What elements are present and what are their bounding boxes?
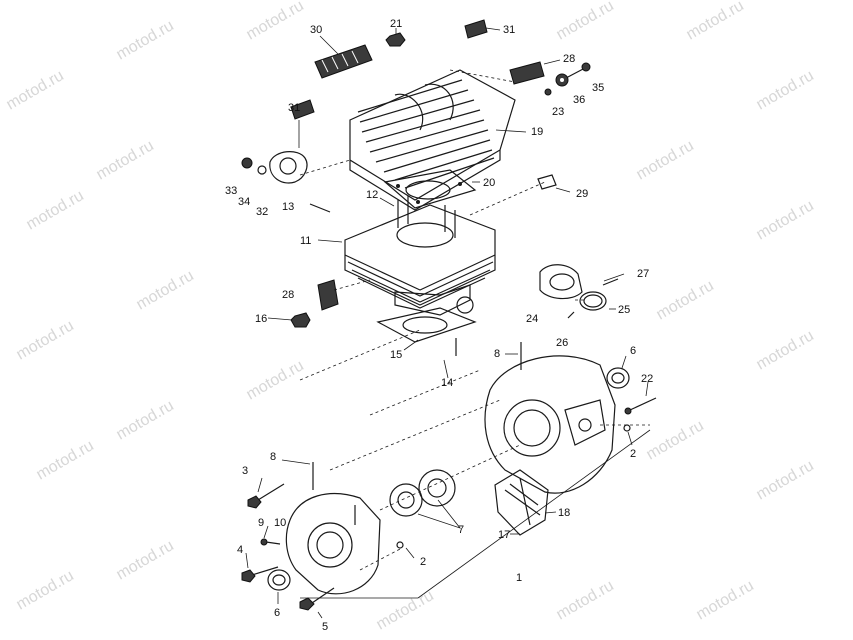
watermark: motod.ru	[754, 327, 817, 373]
part-nut-16	[290, 312, 311, 328]
watermark: motod.ru	[4, 67, 67, 113]
watermark: motod.ru	[554, 0, 617, 43]
part-block-29	[537, 174, 557, 190]
part-bolt-35	[544, 62, 591, 96]
callout-4: 4	[237, 544, 243, 556]
callout-14: 14	[441, 377, 453, 389]
callout-23: 23	[552, 106, 564, 118]
part-intake-flange	[539, 264, 619, 319]
callout-34: 34	[238, 196, 250, 208]
callout-26: 26	[556, 337, 568, 349]
callout-32: 32	[256, 206, 268, 218]
part-reed-valve	[494, 469, 549, 536]
callout-28: 28	[563, 53, 575, 65]
callout-9: 9	[258, 517, 264, 529]
part-head-gasket	[383, 169, 477, 209]
watermark: motod.ru	[374, 587, 437, 633]
callout-36: 36	[573, 94, 585, 106]
watermark: motod.ru	[694, 577, 757, 623]
callout-labels: 30 21 31 28 35 36 23 31 19 33 34 32 13 2…	[225, 18, 653, 633]
watermark: motod.ru	[114, 397, 177, 443]
callout-1: 1	[516, 572, 522, 584]
watermark: motod.ru	[94, 137, 157, 183]
callout-29: 29	[576, 188, 588, 200]
part-bolt-4	[241, 566, 291, 591]
part-bolt-3	[247, 483, 285, 509]
callout-2: 2	[630, 448, 636, 460]
part-block-28	[509, 61, 545, 85]
watermark: motod.ru	[14, 317, 77, 363]
watermark: motod.ru	[754, 457, 817, 503]
callout-6: 6	[630, 345, 636, 357]
part-crankcase-left	[285, 493, 381, 595]
watermark: motod.ru	[24, 187, 87, 233]
watermark: motod.ru	[114, 537, 177, 583]
part-cylinder-head	[349, 69, 516, 211]
callout-12: 12	[366, 189, 378, 201]
callout-25: 25	[618, 304, 630, 316]
callout-17: 17	[498, 529, 510, 541]
part-block-28-left	[317, 279, 339, 311]
callout-31: 31	[288, 102, 300, 114]
part-bearings	[389, 469, 456, 517]
callout-31: 31	[503, 24, 515, 36]
watermark: motod.ru	[34, 437, 97, 483]
callout-33: 33	[225, 185, 237, 197]
callout-8: 8	[270, 451, 276, 463]
callout-27: 27	[637, 268, 649, 280]
watermark: motod.ru	[244, 0, 307, 43]
callout-5: 5	[322, 621, 328, 633]
callout-10: 10	[274, 517, 286, 529]
callout-16: 16	[255, 313, 267, 325]
watermark: motod.ru	[134, 267, 197, 313]
callout-18: 18	[558, 507, 570, 519]
callout-28: 28	[282, 289, 294, 301]
callout-21: 21	[390, 18, 402, 30]
watermark-layer: motod.ru motod.ru motod.ru motod.ru moto…	[4, 0, 817, 633]
part-nut-21	[385, 32, 406, 47]
callout-2: 2	[420, 556, 426, 568]
watermark: motod.ru	[684, 0, 747, 43]
watermark: motod.ru	[654, 277, 717, 323]
part-base-gasket	[376, 307, 477, 343]
callout-24: 24	[526, 313, 538, 325]
part-exhaust-gasket	[241, 151, 308, 184]
part-bolt-5	[299, 587, 335, 611]
callout-22: 22	[641, 373, 653, 385]
watermark: motod.ru	[114, 17, 177, 63]
callout-3: 3	[242, 465, 248, 477]
callout-20: 20	[483, 177, 495, 189]
callout-13: 13	[282, 201, 294, 213]
part-block-31	[464, 19, 488, 39]
part-seal-6-upper	[606, 367, 630, 389]
callout-15: 15	[390, 349, 402, 361]
dashed-assembly-lines	[299, 69, 651, 599]
part-crankcase-right	[484, 355, 616, 494]
callout-11: 11	[300, 235, 311, 247]
watermark: motod.ru	[554, 577, 617, 623]
leader-lines	[245, 27, 649, 619]
callout-7: 7	[458, 524, 464, 536]
watermark: motod.ru	[244, 357, 307, 403]
part-bolt-22	[624, 397, 657, 415]
callout-19: 19	[531, 126, 543, 138]
part-cylinder	[344, 196, 496, 316]
callout-6: 6	[274, 607, 280, 619]
part-small-9-10	[260, 538, 281, 546]
callout-30: 30	[310, 24, 322, 36]
part-stud-13	[309, 203, 331, 213]
part-block-31-left	[290, 99, 315, 120]
callout-8: 8	[494, 348, 500, 360]
part-intake-block	[314, 44, 373, 79]
watermark: motod.ru	[644, 417, 707, 463]
watermark: motod.ru	[754, 67, 817, 113]
watermark: motod.ru	[634, 137, 697, 183]
callout-35: 35	[592, 82, 604, 94]
watermark: motod.ru	[14, 567, 77, 613]
watermark: motod.ru	[754, 197, 817, 243]
